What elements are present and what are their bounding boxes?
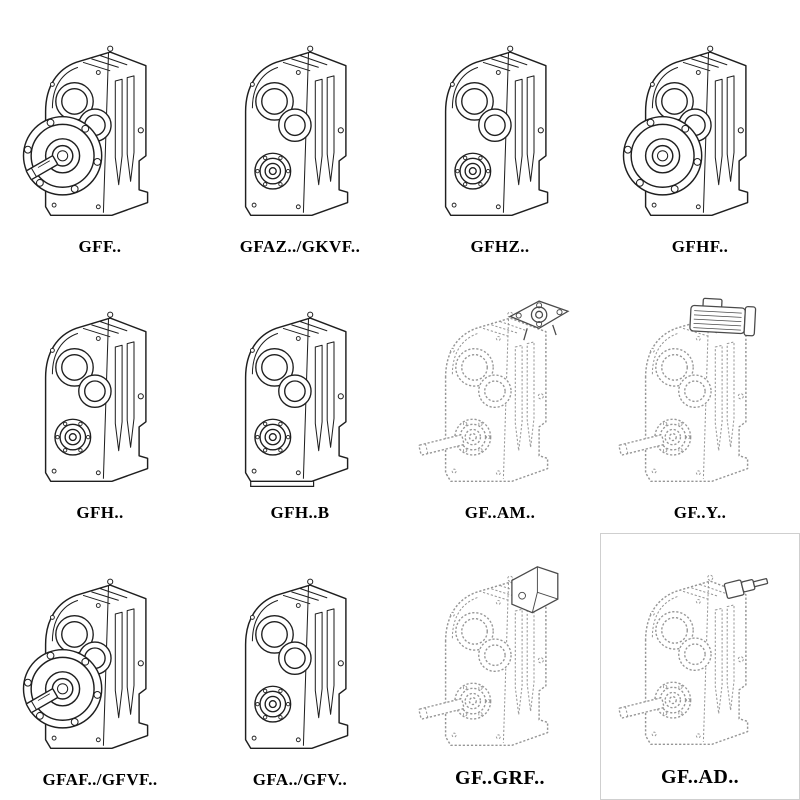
- product-cell-gfhz: GFHZ..: [400, 0, 600, 267]
- product-cell-gfh: GFH..: [0, 267, 200, 534]
- gearbox-iec-adapter-diagram: [414, 296, 586, 500]
- gearbox-plain-diagram: [414, 30, 586, 234]
- product-cell-gf-am: GF..AM..: [400, 267, 600, 534]
- gearbox-flange-shaft-diagram: [14, 563, 186, 767]
- gearbox-input-shaft-diagram: [614, 559, 786, 763]
- product-code-label: GFF..: [78, 236, 122, 256]
- product-code-label: GF..AM..: [464, 503, 536, 523]
- gearbox-foot-mounted-diagram: [214, 296, 386, 500]
- product-code-label: GFAZ../GKVF..: [239, 236, 361, 256]
- product-cell-gfhf: GFHF..: [600, 0, 800, 267]
- gearbox-adapter-box-diagram: [414, 560, 586, 764]
- product-cell-gfaz-gkvf: GFAZ../GKVF..: [200, 0, 400, 267]
- product-code-label: GFH..B: [270, 503, 330, 523]
- product-cell-gfh-b: GFH..B: [200, 267, 400, 534]
- gearbox-plain-diagram: [214, 30, 386, 234]
- product-code-label: GFAF../GFVF..: [42, 769, 158, 789]
- product-cell-gf-y: GF..Y..: [600, 267, 800, 534]
- gearbox-plain-diagram: [14, 296, 186, 500]
- product-code-label: GFHZ..: [470, 236, 530, 256]
- product-cell-gfaf-gfvf: GFAF../GFVF..: [0, 533, 200, 800]
- product-code-label: GF..AD..: [660, 765, 740, 788]
- gearbox-with-motor-diagram: [614, 296, 786, 500]
- product-cell-gfa-gfv: GFA../GFV..: [200, 533, 400, 800]
- product-cell-gf-grf: GF..GRF..: [400, 533, 600, 800]
- product-cell-gff: GFF..: [0, 0, 200, 267]
- gearbox-flange-diagram: [614, 30, 786, 234]
- product-code-label: GF..GRF..: [455, 766, 545, 789]
- gearbox-flange-shaft-diagram: [14, 30, 186, 234]
- product-cell-gf-ad: GF..AD..: [600, 533, 800, 800]
- gearbox-plain-diagram: [214, 563, 386, 767]
- product-code-label: GF..Y..: [673, 503, 727, 523]
- product-code-label: GFH..: [76, 503, 124, 523]
- product-code-label: GFHF..: [671, 236, 729, 256]
- product-code-label: GFA../GFV..: [252, 769, 348, 789]
